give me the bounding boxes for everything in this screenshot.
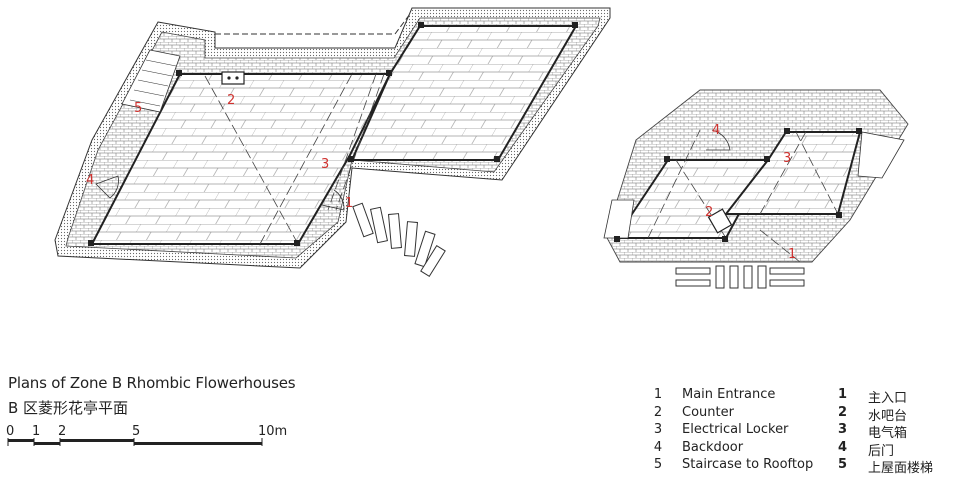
right-plan: 1 2 3 4	[603, 89, 909, 289]
right-counter-box	[707, 208, 733, 234]
legend-row: 5 Staircase to Rooftop 5 上屋面楼梯	[652, 457, 952, 476]
legend-label-en: Backdoor	[682, 439, 744, 455]
diagonal-dashed-4	[335, 73, 385, 211]
right-columns	[614, 128, 862, 242]
right-room-floor	[350, 25, 578, 161]
legend-num: 4	[653, 439, 663, 455]
legend-label-cn: 主入口	[868, 391, 908, 406]
right-callout-1: 1	[788, 247, 796, 262]
entrance-stepping-stones	[352, 202, 446, 278]
scale-bar-graphic	[7, 438, 263, 446]
left-callout-4: 4	[86, 173, 94, 188]
legend-num-cn: 5	[838, 457, 848, 472]
right-stepping-stones	[675, 265, 805, 289]
legend-label-cn: 上屋面楼梯	[868, 461, 934, 476]
legend-label-en: Main Entrance	[682, 387, 776, 402]
counter-box	[221, 71, 245, 85]
left-callout-3: 3	[321, 157, 329, 172]
legend-label-cn: 电气箱	[868, 426, 908, 441]
scale-label-1: 1	[32, 424, 41, 439]
legend-label-cn: 水吧台	[868, 408, 908, 424]
legend-row: 1 Main Entrance 1 主入口	[652, 387, 952, 406]
left-columns	[88, 22, 578, 246]
scale-label-10m: 10m	[258, 424, 288, 439]
right-room-floor-b	[723, 131, 862, 215]
plan-title-en: Plans of Zone B Rhombic Flowerhouses	[8, 374, 296, 392]
roof-outline-dashed	[215, 13, 411, 35]
diagonal-dashed-3	[327, 73, 377, 211]
right-side-bay-right	[857, 131, 905, 179]
legend-row: 4 Backdoor 4 后门	[652, 439, 952, 459]
legend-num-cn: 2	[838, 404, 848, 420]
legend: 1 Main Entrance 1 主入口 2 Counter 2 水吧台 3 …	[652, 387, 952, 476]
scale-label-5: 5	[132, 424, 141, 439]
legend-num-cn: 1	[838, 387, 848, 402]
right-callout-2: 2	[705, 205, 713, 220]
legend-label-cn: 后门	[868, 443, 895, 459]
scale-label-2: 2	[58, 424, 67, 439]
diagonal-dashed-1	[204, 75, 299, 245]
left-plan: 1 2 3 4 5	[54, 7, 611, 278]
legend-label-en: Staircase to Rooftop	[682, 457, 814, 472]
legend-label-en: Electrical Locker	[682, 422, 789, 437]
right-callout-4: 4	[712, 123, 720, 138]
left-callout-1: 1	[345, 196, 353, 211]
legend-label-en: Counter	[682, 404, 734, 420]
diagonal-dashed-2	[259, 73, 353, 245]
left-room-floor	[90, 73, 392, 245]
left-callout-5: 5	[134, 101, 142, 116]
legend-row: 2 Counter 2 水吧台	[652, 404, 952, 424]
legend-num: 3	[653, 422, 663, 437]
legend-num-cn: 4	[838, 439, 848, 455]
legend-num: 5	[653, 457, 663, 472]
plan-title-cn: B 区菱形花亭平面	[8, 399, 129, 417]
legend-num: 2	[653, 404, 663, 420]
scale-label-0: 0	[6, 424, 15, 439]
right-side-bay-left	[603, 199, 635, 239]
legend-row: 3 Electrical Locker 3 电气箱	[652, 422, 952, 441]
legend-num: 1	[653, 387, 663, 402]
staircase	[121, 49, 181, 113]
scale-bar: 0 1 2 5 10m	[0, 424, 300, 454]
right-callout-3: 3	[783, 151, 791, 166]
left-callout-2: 2	[227, 93, 235, 108]
legend-num-cn: 3	[838, 422, 848, 437]
